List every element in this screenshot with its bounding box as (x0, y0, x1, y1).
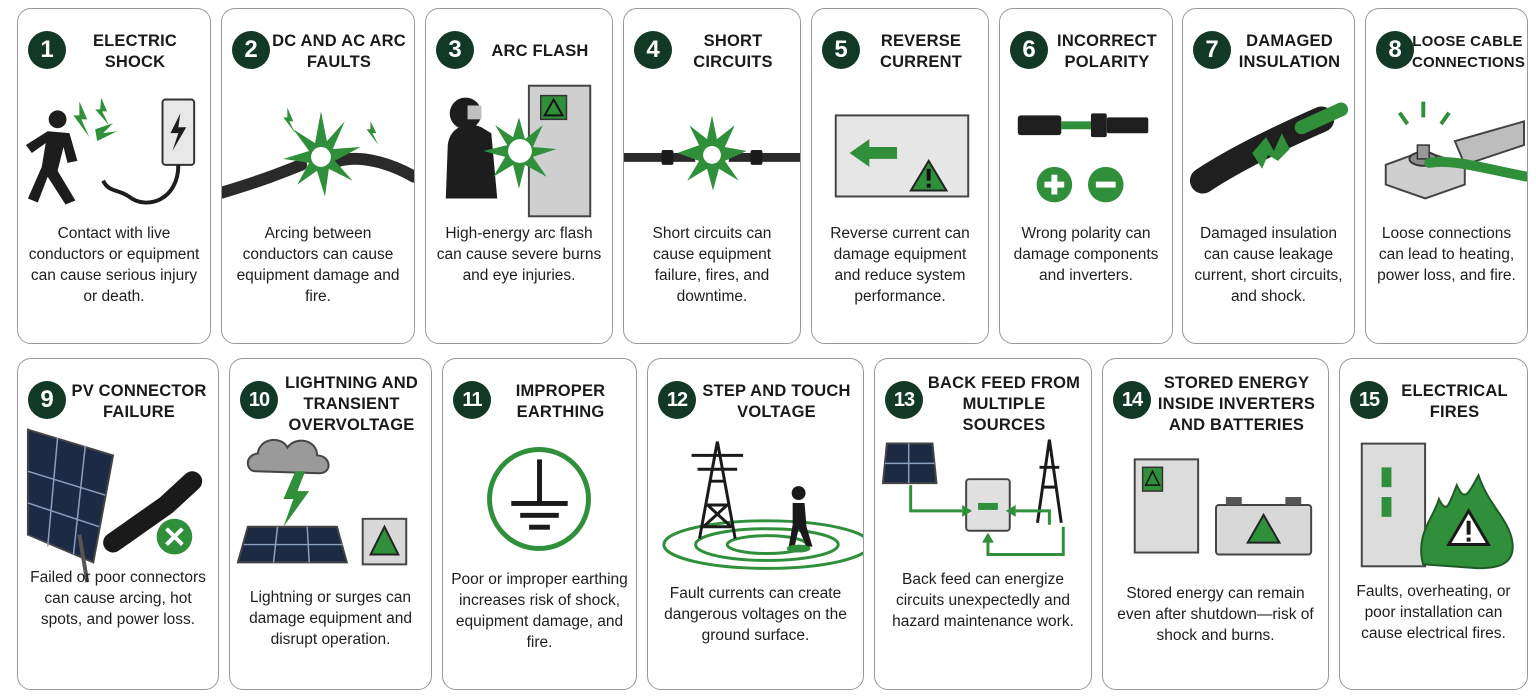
hazard-card-4: 4 SHORT CIRCUITS Short circuits can caus… (623, 8, 801, 344)
card-description: High-energy arc flash can cause severe b… (436, 225, 602, 284)
polarity-icon (1000, 81, 1172, 221)
card-number: 5 (822, 31, 860, 69)
card-number: 6 (1010, 31, 1048, 69)
card-number: 11 (453, 381, 491, 419)
card-title: BACK FEED FROM MULTIPLE SOURCES (927, 374, 1081, 434)
card-number: 1 (28, 31, 66, 69)
card-description: Reverse current can damage equipment and… (830, 225, 970, 305)
card-number: 12 (658, 381, 696, 419)
card-number: 2 (232, 31, 270, 69)
card-title: STEP AND TOUCH VOLTAGE (702, 382, 851, 421)
card-description: Arcing between conductors can cause equi… (236, 225, 400, 305)
card-description: Wrong polarity can damage components and… (1013, 225, 1159, 284)
hazard-card-10: 10 LIGHTNING AND TRANSIENT OVERVOLTAGE L… (229, 358, 432, 690)
step-voltage-icon (648, 415, 863, 585)
electrical-fire-icon (1340, 415, 1527, 585)
card-title: LIGHTNING AND TRANSIENT OVERVOLTAGE (284, 374, 419, 434)
card-title: IMPROPER EARTHING (515, 382, 606, 421)
hazard-card-15: 15 ELECTRICAL FIRES Faults, overheating,… (1339, 358, 1528, 690)
card-description: Lightning or surges can damage equipment… (249, 589, 412, 648)
hazard-card-5: 5 REVERSE CURRENT Reverse current can da… (811, 8, 989, 344)
hazard-card-7: 7 DAMAGED INSULATION Damaged insulation … (1182, 8, 1355, 344)
card-title: INCORRECT POLARITY (1057, 32, 1157, 71)
reverse-current-icon (812, 81, 988, 221)
hazard-card-1: 1 ELECTRIC SHOCK Contact with live condu… (17, 8, 211, 344)
card-title: SHORT CIRCUITS (693, 32, 773, 71)
short-circuit-icon (624, 81, 800, 221)
card-number: 15 (1350, 381, 1388, 419)
lightning-icon (230, 415, 431, 585)
card-title: STORED ENERGY INSIDE INVERTERS AND BATTE… (1157, 374, 1316, 434)
card-description: Stored energy can remain even after shut… (1117, 585, 1314, 644)
card-description: Damaged insulation can cause leakage cur… (1194, 225, 1343, 305)
arc-fault-icon (222, 81, 414, 221)
card-description: Faults, overheating, or poor installatio… (1356, 583, 1511, 642)
hazard-card-13: 13 BACK FEED FROM MULTIPLE SOURCES Back … (874, 358, 1092, 690)
arc-flash-icon (426, 81, 612, 221)
card-number: 4 (634, 31, 672, 69)
loose-connection-icon (1366, 81, 1527, 221)
card-number: 7 (1193, 31, 1231, 69)
card-description: Back feed can energize circuits unexpect… (892, 571, 1074, 630)
card-title: DC AND AC ARC FAULTS (272, 32, 406, 71)
hazard-card-12: 12 STEP AND TOUCH VOLTAGE Fault currents… (647, 358, 864, 690)
card-number: 8 (1376, 31, 1414, 69)
card-description: Failed or poor connectors can cause arci… (30, 569, 206, 628)
card-number: 3 (436, 31, 474, 69)
card-title: DAMAGED INSULATION (1238, 32, 1341, 71)
damaged-insulation-icon (1183, 81, 1354, 221)
hazard-card-3: 3 ARC FLASH High-energy arc flash can ca… (425, 8, 613, 344)
card-number: 10 (240, 381, 278, 419)
card-title: REVERSE CURRENT (879, 32, 963, 71)
card-title: PV CONNECTOR FAILURE (71, 382, 207, 421)
electric-shock-icon (18, 81, 210, 221)
card-title: ARC FLASH (491, 42, 589, 60)
hazard-card-14: 14 STORED ENERGY INSIDE INVERTERS AND BA… (1102, 358, 1329, 690)
back-feed-icon (875, 415, 1091, 585)
hazard-card-9: 9 PV CONNECTOR FAILURE Failed or poor co… (17, 358, 219, 690)
card-description: Contact with live conductors or equipmen… (28, 225, 200, 305)
card-description: Fault currents can create dangerous volt… (664, 585, 847, 644)
pv-connector-icon (18, 415, 218, 585)
card-number: 14 (1113, 381, 1151, 419)
card-description: Poor or improper earthing increases risk… (451, 571, 628, 651)
hazard-card-6: 6 INCORRECT POLARITY Wrong polarity can … (999, 8, 1173, 344)
hazard-card-2: 2 DC AND AC ARC FAULTS Arcing between co… (221, 8, 415, 344)
hazard-card-11: 11 IMPROPER EARTHING Poor or improper ea… (442, 358, 637, 690)
card-description: Loose connections can lead to heating, p… (1377, 225, 1516, 284)
card-title: ELECTRICAL FIRES (1401, 382, 1508, 421)
card-number: 13 (885, 381, 923, 419)
stored-energy-icon (1103, 415, 1328, 585)
card-title: ELECTRIC SHOCK (92, 32, 178, 71)
card-description: Short circuits can cause equipment failu… (652, 225, 772, 305)
card-title: LOOSE CABLE CONNECTIONS (1412, 33, 1526, 71)
hazard-card-8: 8 LOOSE CABLE CONNECTIONS Loose connecti… (1365, 8, 1528, 344)
earthing-icon (443, 415, 636, 585)
card-number: 9 (28, 381, 66, 419)
